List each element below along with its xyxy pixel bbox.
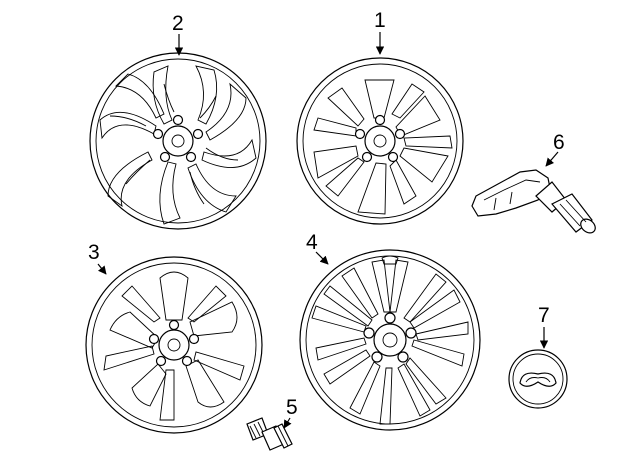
lock-nut xyxy=(246,417,293,451)
callout-4: 4 xyxy=(306,231,318,254)
wheel-4 xyxy=(299,249,481,431)
callout-arrows xyxy=(97,32,559,429)
callout-5: 5 xyxy=(286,396,298,419)
center-cap xyxy=(508,349,568,409)
wheel-2 xyxy=(89,52,267,230)
wheel-3 xyxy=(85,256,263,434)
callout-2: 2 xyxy=(172,12,184,35)
callout-1: 1 xyxy=(374,9,386,32)
tpms-sensor xyxy=(471,169,596,234)
callout-6: 6 xyxy=(553,131,565,154)
callout-3: 3 xyxy=(88,241,100,264)
callout-7: 7 xyxy=(538,304,550,327)
wheel-1 xyxy=(296,57,464,225)
